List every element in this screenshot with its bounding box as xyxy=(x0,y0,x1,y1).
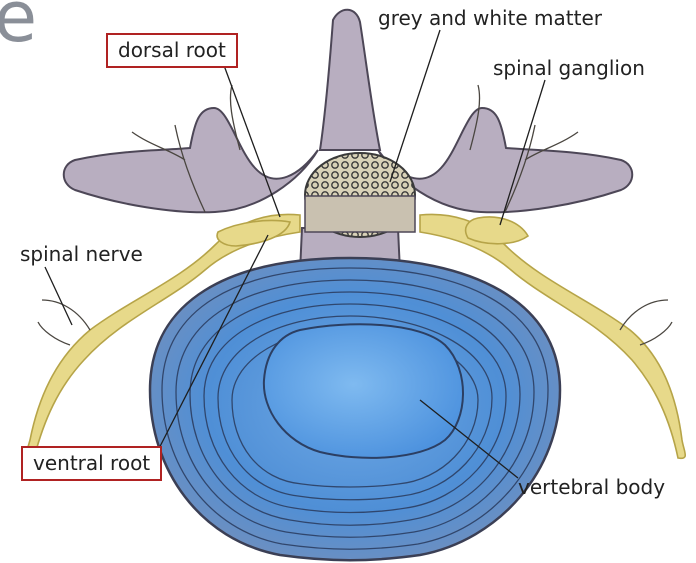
spinous-process xyxy=(320,10,380,150)
label-ventral-root: ventral root xyxy=(21,446,162,481)
nucleus-pulposus xyxy=(264,324,463,458)
label-vertebral-body: vertebral body xyxy=(518,477,665,497)
partial-heading-glyph: e xyxy=(0,0,37,52)
leader-grey-white-matter xyxy=(390,30,440,182)
left-ganglion xyxy=(217,220,290,246)
leader-spinal-nerve xyxy=(45,267,72,325)
cord-base xyxy=(305,196,415,232)
left-vertebral-arch xyxy=(64,108,318,212)
label-spinal-nerve: spinal nerve xyxy=(20,244,143,264)
right-ganglion xyxy=(466,217,528,244)
label-dorsal-root: dorsal root xyxy=(106,33,238,68)
label-grey-and-white-matter: grey and white matter xyxy=(378,8,602,28)
label-spinal-ganglion: spinal ganglion xyxy=(493,58,645,78)
right-vertebral-arch xyxy=(378,108,632,212)
